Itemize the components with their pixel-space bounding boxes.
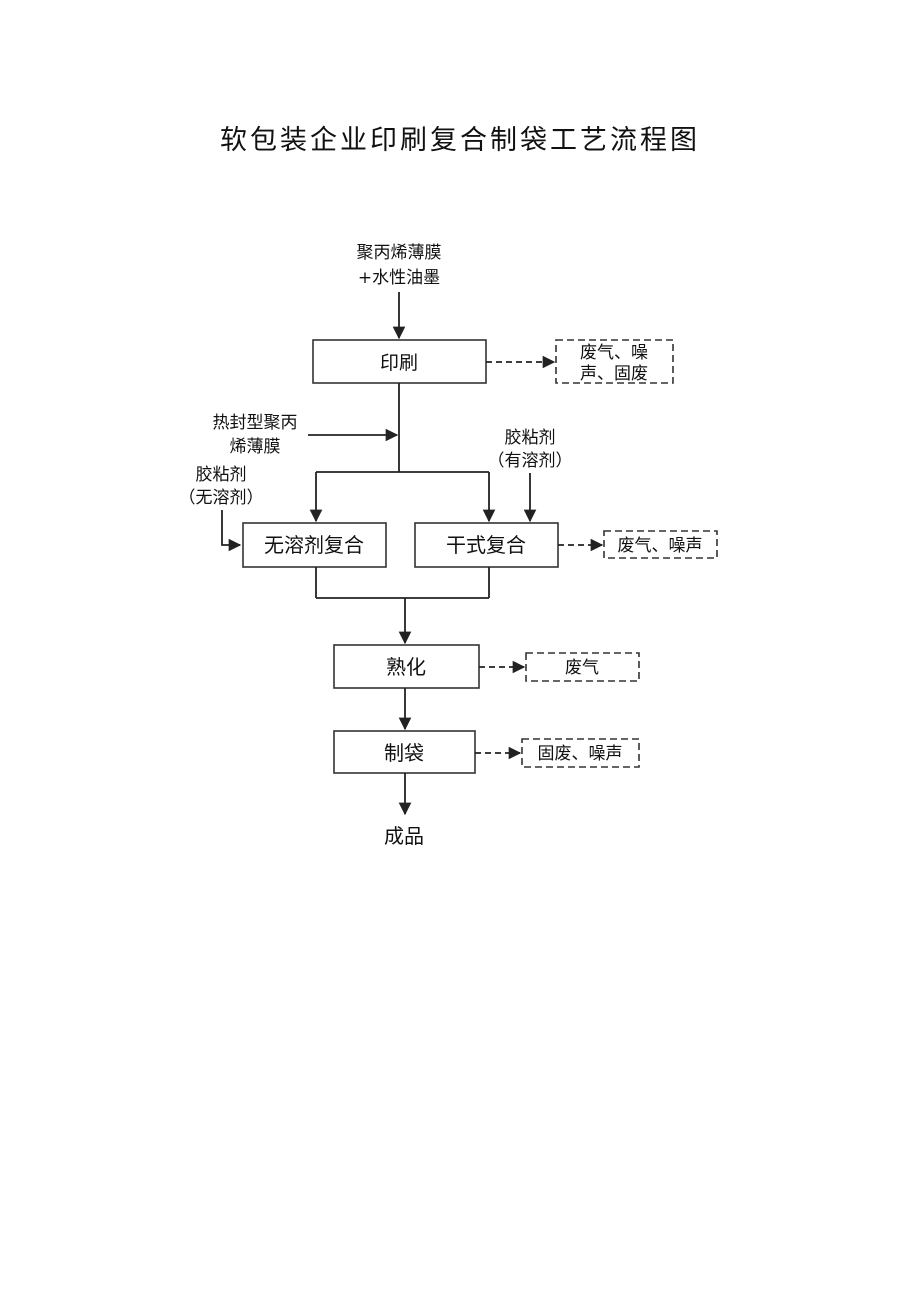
- output-curing-box: [525, 652, 640, 682]
- process-printing-label: 印刷: [380, 352, 418, 374]
- input-film-line2: +水性油墨: [358, 268, 440, 288]
- input-heat-seal-line1: 热封型聚丙: [213, 413, 298, 433]
- process-dry-box: [414, 522, 559, 568]
- process-curing-box: [333, 644, 480, 689]
- input-adhesive-solvent-line1: 胶粘剂: [505, 428, 556, 448]
- process-printing-box: [312, 339, 487, 384]
- process-solventless-label: 无溶剂复合: [264, 533, 364, 557]
- process-solventless-box: [242, 522, 387, 568]
- arrow-adhesive-solventfree: [221, 510, 242, 552]
- page-title: 软包装企业印刷复合制袋工艺流程图: [220, 125, 700, 156]
- process-curing-label: 熟化: [386, 655, 426, 679]
- output-printing-line2: 声、固废: [580, 364, 648, 384]
- output-bag-making-box: [521, 738, 640, 768]
- product-label: 成品: [384, 824, 424, 848]
- output-bag-making-label: 固废、噪声: [538, 744, 623, 764]
- input-adhesive-solventfree-line2: （无溶剂）: [179, 488, 264, 508]
- input-adhesive-solventfree-line1: 胶粘剂: [196, 465, 247, 485]
- output-dry-box: [603, 530, 718, 559]
- output-dry-label: 废气、噪声: [618, 536, 703, 556]
- output-printing-box: [555, 339, 674, 384]
- process-bag-making-label: 制袋: [384, 741, 424, 765]
- output-curing-label: 废气: [565, 658, 599, 678]
- process-dry-label: 干式复合: [446, 533, 526, 557]
- input-heat-seal-line2: 烯薄膜: [230, 437, 281, 457]
- input-adhesive-solvent-line2: （有溶剂）: [488, 451, 573, 471]
- output-printing-line1: 废气、噪: [580, 343, 648, 363]
- input-film-line1: 聚丙烯薄膜: [357, 243, 442, 263]
- process-bag-making-box: [333, 730, 476, 774]
